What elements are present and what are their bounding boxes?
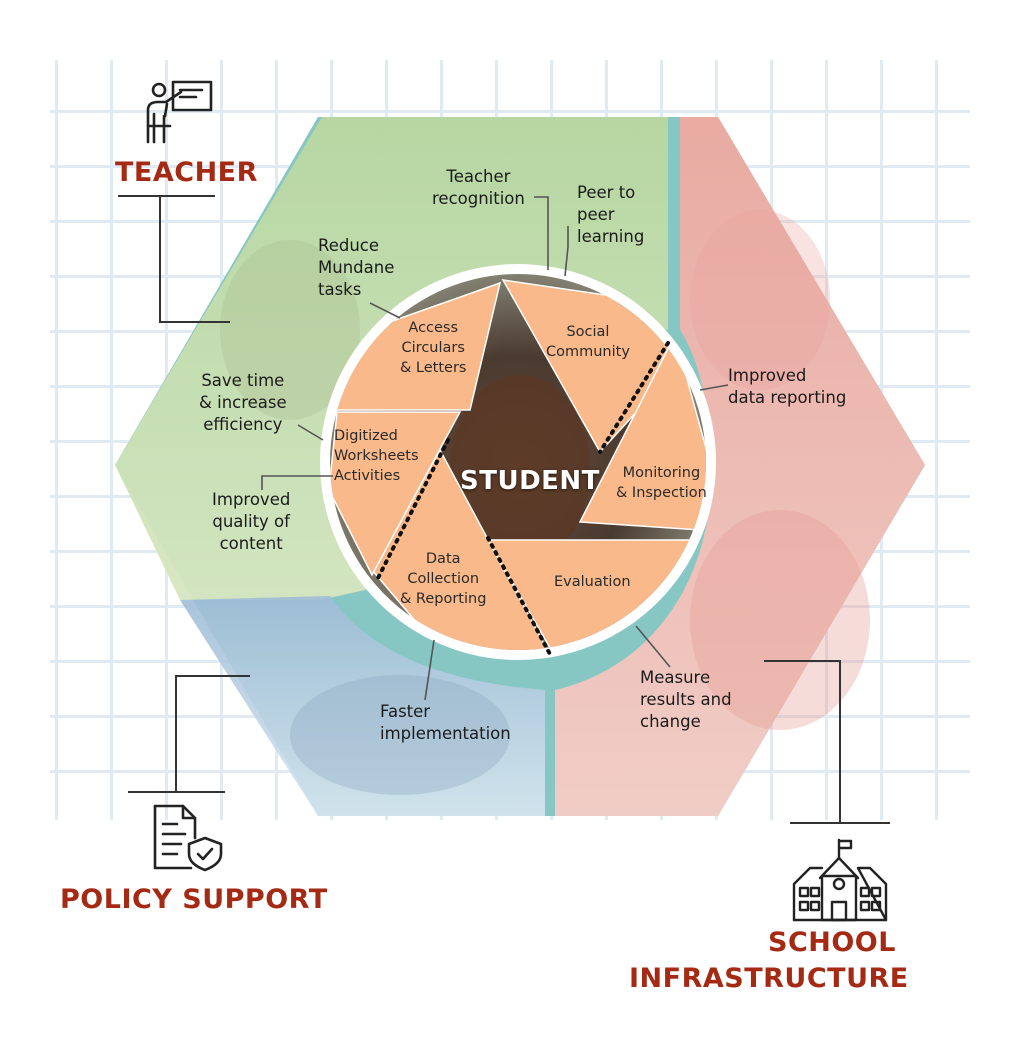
- student-center-label: STUDENT: [460, 466, 600, 496]
- connector-save-time: [297, 424, 324, 441]
- policy-header: POLICY SUPPORT: [60, 884, 328, 915]
- policy-panel: [180, 596, 545, 816]
- segment-access-circulars: [330, 281, 502, 411]
- seam-2: [486, 536, 554, 660]
- label-improved-quality: Improved quality of content: [212, 490, 291, 553]
- label-peer-learning: Peer to peer learning: [577, 183, 645, 246]
- label-faster-implementation: Faster implementation: [380, 702, 511, 743]
- segment-label-social-community: Social Community: [546, 324, 630, 360]
- label-improved-reporting: Improved data reporting: [728, 366, 847, 407]
- connector-teacher-recognition: [534, 196, 549, 270]
- segment-label-monitoring: Monitoring & Inspection: [616, 465, 707, 501]
- label-measure-results: Measure results and change: [640, 668, 732, 731]
- school-header-line2: INFRASTRUCTURE: [629, 963, 909, 994]
- school-header-line1: SCHOOL: [768, 927, 896, 958]
- teacher-bracket: [159, 196, 230, 323]
- seam-3: [374, 438, 450, 584]
- policy-bracket: [175, 675, 250, 792]
- teacher-whiteboard-icon: [143, 80, 215, 148]
- label-teacher-recognition: Teacher recognition: [432, 167, 525, 208]
- segment-label-data-collection: Data Collection & Reporting: [400, 551, 487, 607]
- school-building-icon: [792, 838, 888, 924]
- segment-digitized-worksheets: [330, 411, 462, 577]
- label-save-time: Save time & increase efficiency: [199, 371, 287, 434]
- segment-label-access-circulars: Access Circulars & Letters: [400, 320, 467, 376]
- connector-peer-learning: [564, 226, 569, 277]
- connector-improved-reporting: [699, 384, 729, 391]
- school-panel: [555, 117, 925, 816]
- policy-document-shield-icon: [151, 800, 229, 872]
- teacher-header: TEACHER: [115, 157, 258, 188]
- seam-1: [598, 341, 670, 454]
- segment-label-evaluation: Evaluation: [554, 574, 631, 590]
- connector-measure-results: [635, 625, 671, 668]
- connector-faster-implementation: [424, 639, 435, 701]
- connector-reduce-mundane: [369, 302, 401, 319]
- connector-improved-quality: [261, 475, 333, 490]
- label-reduce-mundane: Reduce Mundane tasks: [318, 236, 395, 299]
- segment-label-digitized-worksheets: Digitized Worksheets Activities: [334, 428, 419, 484]
- school-bracket: [764, 660, 841, 823]
